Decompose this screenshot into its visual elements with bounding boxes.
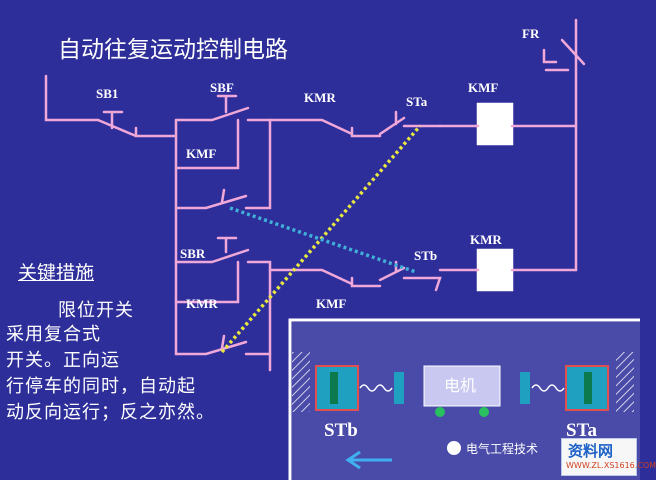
stb-switch (378, 260, 442, 292)
wechat-icon (447, 441, 461, 455)
watermark-badge: 资料网 WWW.ZL.XS1616.COM (561, 438, 656, 476)
label-kmr-top: KMR (304, 90, 336, 105)
stb-mech-label: STb (324, 420, 358, 441)
measure-line-1: 限位开关 (58, 300, 134, 321)
fr-contact (542, 38, 586, 72)
left-rail (44, 74, 100, 122)
kmr-holding-contact (174, 260, 240, 304)
sbr-button (174, 236, 272, 372)
label-sbr: SBR (180, 246, 206, 261)
sbf-button (174, 94, 272, 122)
label-fr: FR (522, 26, 540, 41)
kmr-nc-contact (268, 118, 382, 138)
kmf-branch (174, 118, 272, 210)
measure-line-5: 动反向运行；反之亦然。 (6, 402, 215, 423)
motor-block (423, 365, 501, 407)
label-sbf: SBF (210, 80, 234, 95)
measure-line-4: 行停车的同时，自动起 (6, 376, 196, 397)
measure-line-2: 采用复合式 (6, 324, 101, 345)
measure-title: 关键措施 (18, 262, 95, 284)
label-kmr-coil: KMR (470, 232, 502, 247)
motor-label: 电机 (444, 376, 477, 395)
label-kmr-contact: KMR (186, 296, 218, 311)
direction-arrow (345, 450, 392, 470)
label-kmf-coil: KMF (468, 80, 499, 95)
stb-linkage-dots (229, 206, 417, 274)
label-stb: STb (414, 248, 438, 263)
sta-mech-label: STa (566, 420, 597, 441)
label-kmf-lower: KMF (316, 296, 347, 311)
kmf-nc-contact (268, 268, 382, 288)
kmf-coil (476, 102, 514, 146)
kmr-branch (174, 334, 272, 356)
watermark-url: WWW.ZL.XS1616.COM (566, 461, 656, 470)
sta-switch (378, 110, 442, 136)
label-sta-top: STa (406, 94, 428, 109)
watermark-badge-text: 资料网 (568, 442, 614, 460)
page-title: 自动往复运动控制电路 (58, 37, 288, 63)
label-sb1: SB1 (96, 86, 119, 101)
control-circuit (44, 18, 586, 372)
watermark-text: 电气工程技术 (466, 442, 539, 456)
measure-line-3: 开关。正向运 (6, 350, 120, 371)
label-kmf-contact: KMF (186, 146, 217, 161)
kmr-coil (476, 248, 514, 292)
sb1-button (96, 110, 178, 138)
kmf-holding-contact (174, 118, 240, 170)
